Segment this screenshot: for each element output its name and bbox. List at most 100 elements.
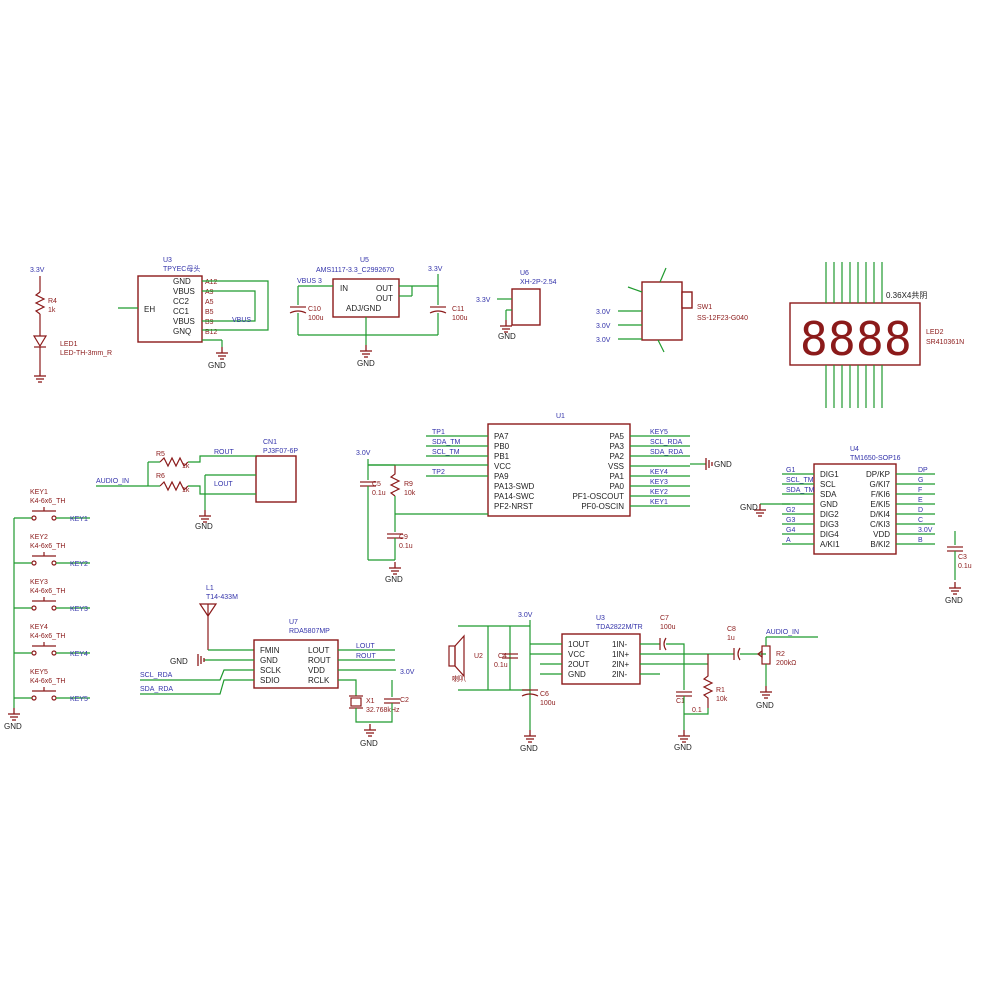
usb-pin-4: CC1 — [173, 307, 190, 316]
power-header: U6 XH-2P-2.54 3.3V GND — [476, 270, 557, 341]
radio-gnd-left: GND — [170, 657, 188, 666]
driver-net-left: SCL_TM — [786, 477, 814, 484]
mcu-net-right: KEY4 — [650, 469, 668, 476]
ldo-pin-out1: OUT — [376, 284, 393, 293]
amp-pin-1out: 1OUT — [568, 640, 589, 649]
key-val: K4-6x6_TH — [30, 633, 65, 640]
radio-pin-rout: ROUT — [308, 656, 331, 665]
driver-pin-left: SCL — [820, 480, 836, 489]
driver-net-right: DP — [918, 467, 928, 474]
display-title: 0.36X4共阴 — [886, 291, 927, 300]
spk-val: 喇叭 — [452, 674, 466, 683]
ldo-pin-in: IN — [340, 284, 348, 293]
c5-val: 0.1u — [372, 490, 386, 497]
r4-val: 1k — [48, 307, 56, 314]
driver-pin-right: C/KI3 — [870, 520, 891, 529]
usb-ref: U3 — [163, 257, 172, 264]
radio-lout: LOUT — [356, 643, 375, 650]
mcu-net-left: SDA_TM — [432, 439, 461, 446]
mcu-ref: U1 — [556, 413, 565, 420]
display-val: SR410361N — [926, 339, 964, 346]
driver-pin-right: E/KI5 — [870, 500, 890, 509]
usb-val: TPYEC母头 — [163, 264, 200, 273]
r6-ref: R6 — [156, 473, 165, 480]
sw-val: SS-12F23-G040 — [697, 315, 748, 322]
x1-val: 32.768kHz — [366, 707, 400, 714]
mcu-net-right: SDA_RDA — [650, 449, 683, 456]
audio-jack: CN1 PJ3F07-6P AUDIO_IN R5 1k R6 1k ROUT … — [96, 439, 298, 531]
mcu-pin-left: VCC — [494, 462, 511, 471]
r5-val: 1k — [182, 463, 190, 470]
display-ref: LED2 — [926, 329, 944, 336]
slide-switch: 3.0V 3.0V 3.0V SW1 SS-12F23-G040 — [596, 267, 748, 353]
led1-ref: LED1 — [60, 341, 78, 348]
usb-pin-6: GNQ — [173, 327, 191, 336]
ldo-val: AMS1117-3.3_C2992670 — [316, 267, 394, 274]
radio-pin-vdd: VDD — [308, 666, 325, 675]
mcu-vcc: 3.0V — [356, 450, 371, 457]
c3-val: 0.1u — [958, 563, 972, 570]
c4-ref: C4 — [498, 653, 507, 660]
display-digit-1: 8 — [800, 312, 828, 366]
driver-net-left: G3 — [786, 517, 795, 524]
usb-connector: U3 TPYEC母头 EH GND VBUS CC2 CC1 VBUS GNQ … — [118, 257, 269, 370]
c1-val: 0.1 — [692, 707, 702, 714]
mcu-net-right: KEY1 — [650, 499, 668, 506]
usb-body — [137, 275, 203, 343]
usb-pin-2: VBUS — [173, 287, 195, 296]
driver-val: TM1650-SOP16 — [850, 455, 901, 462]
display-digit-3: 8 — [856, 312, 884, 366]
radio-pin-gnd: GND — [260, 656, 278, 665]
driver-pin-left: DIG1 — [820, 470, 839, 479]
sw-net-3: 3.0V — [596, 337, 611, 344]
c8-val: 1u — [727, 635, 735, 642]
jack-body — [255, 455, 297, 503]
c6-ref: C6 — [540, 691, 549, 698]
radio-pin-rclk: RCLK — [308, 676, 330, 685]
mcu-pin-right: PA1 — [609, 472, 624, 481]
mcu-net-left: TP2 — [432, 469, 445, 476]
sw-net-1: 3.0V — [596, 309, 611, 316]
c4-val: 0.1u — [494, 662, 508, 669]
c11-val: 100u — [452, 315, 468, 322]
mcu-pin-left: PA14-SWC — [494, 492, 535, 501]
driver-net-right: B — [918, 537, 923, 544]
header-gnd: GND — [498, 332, 516, 341]
seven-seg-display: 0.36X4共阴 8 8 8 8 LED2 SR410361N — [789, 262, 964, 408]
mcu-pin-left: PA7 — [494, 432, 509, 441]
mcu-pin-left: PB0 — [494, 442, 510, 451]
driver-net-left: G1 — [786, 467, 795, 474]
radio-pin-sclk: SCLK — [260, 666, 282, 675]
x1-ref: X1 — [366, 698, 375, 705]
c9-ref: C9 — [399, 534, 408, 541]
r1-val: 10k — [716, 696, 728, 703]
usb-vbus-net: VBUS — [232, 317, 251, 324]
usb-pin-1: GND — [173, 277, 191, 286]
c5-ref: C5 — [372, 481, 381, 488]
radio-pin-fmin: FMIN — [260, 646, 280, 655]
amp-pin-1in-p: 1IN+ — [612, 650, 629, 659]
fm-radio: L1 T14-433M U7 RDA5807MP FMIN GND SCLK S… — [140, 585, 415, 748]
driver-net-right: D — [918, 507, 923, 514]
driver-net-right: E — [918, 497, 923, 504]
driver-pin-right: D/KI4 — [870, 510, 891, 519]
radio-rout: ROUT — [356, 653, 377, 660]
sw-ref: SW1 — [697, 304, 712, 311]
key-net: KEY3 — [70, 606, 88, 613]
usb-gnd: GND — [208, 361, 226, 370]
usb-num-3: A5 — [205, 299, 214, 306]
amp-gnd-left: GND — [520, 744, 538, 753]
radio-ref: U7 — [289, 619, 298, 626]
jack-val: PJ3F07-6P — [263, 448, 298, 455]
mcu-pin-left: PA9 — [494, 472, 509, 481]
display-digit-4: 8 — [884, 312, 912, 366]
amp-pin-2out: 2OUT — [568, 660, 589, 669]
key-ref: KEY4 — [30, 624, 48, 631]
usb-num-5: B9 — [205, 319, 214, 326]
radio-vdd: 3.0V — [400, 669, 415, 676]
driver-pin-left: DIG2 — [820, 510, 839, 519]
usb-num-1: A12 — [205, 279, 218, 286]
mcu-pin-left: PA13-SWD — [494, 482, 535, 491]
driver-net-left: A — [786, 537, 791, 544]
